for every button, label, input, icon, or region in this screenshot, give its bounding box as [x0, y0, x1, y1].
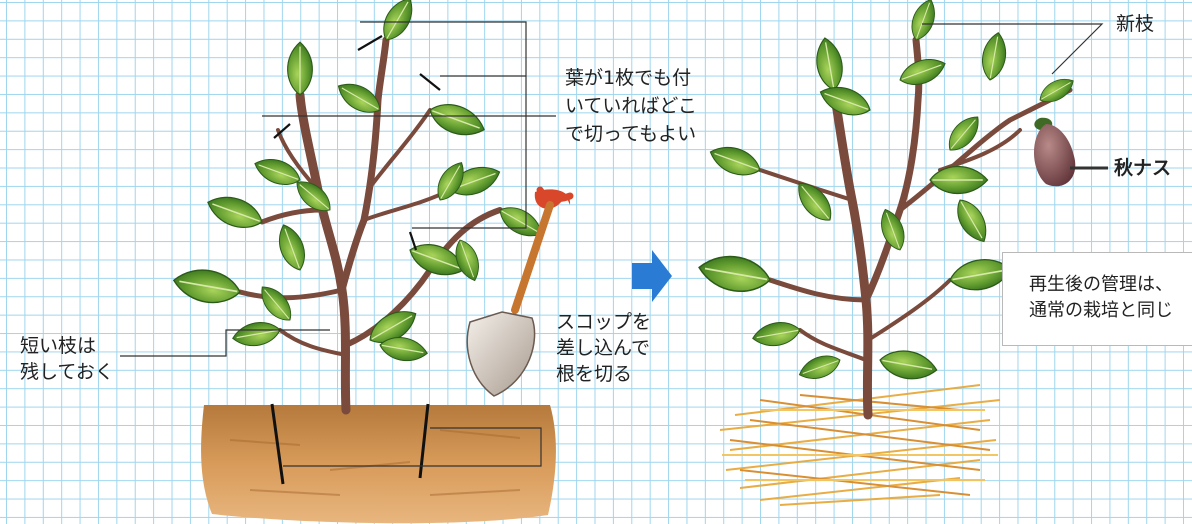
left-plant [120, 0, 574, 524]
right-plant [695, 0, 1108, 506]
shovel-note-line: 差し込んで [556, 337, 651, 359]
autumn-eggplant-label: 秋ナス [1114, 157, 1172, 179]
right-leader-lines [922, 23, 1108, 170]
leader-lines [120, 21, 556, 357]
management-note-box: 再生後の管理は、 通常の栽培と同じ [1002, 252, 1192, 346]
new-branch-label: 新枝 [1116, 13, 1155, 35]
shovel-note-line: スコップを [556, 311, 652, 333]
management-note-line: 通常の栽培と同じ [1029, 300, 1173, 321]
autumn-eggplant-fruit [1034, 117, 1076, 187]
shovel-note-line: 根を切る [556, 363, 633, 385]
pruning-cut-marks [273, 35, 441, 251]
shovel [466, 186, 574, 397]
management-note-line: 再生後の管理は、 [1029, 274, 1173, 295]
leaf-note-line: 葉が1枚でも付 [565, 67, 692, 89]
left-leaves [170, 0, 548, 366]
short-branch-line: 短い枝は [20, 335, 97, 357]
short-branch-line: 残しておく [20, 361, 114, 383]
right-arrow-icon [632, 250, 672, 302]
root-cut-line [270, 403, 285, 485]
soil-block [201, 405, 556, 524]
leaf-note-line: いていればどこ [565, 95, 697, 117]
leaf-note-line: で切ってもよい [565, 123, 697, 145]
straw-mulch [719, 384, 1001, 506]
